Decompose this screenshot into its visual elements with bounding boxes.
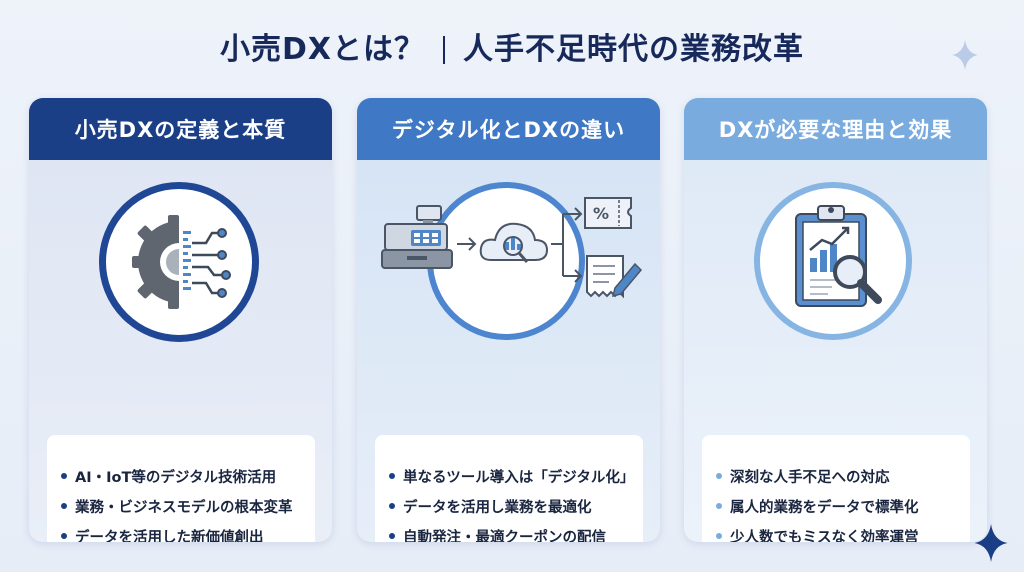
register-cloud-flow-icon: % bbox=[381, 197, 643, 299]
list-item: データを活用し業務を最適化 bbox=[389, 493, 643, 523]
cash-register-icon bbox=[381, 205, 453, 269]
list-item: 深刻な人手不足への対応 bbox=[716, 463, 970, 493]
card-heading: デジタル化とDXの違い bbox=[357, 98, 660, 160]
list-item: 自動発注・最適クーポンの配信 bbox=[389, 523, 643, 542]
list-item: AI・IoT等のデジタル技術活用 bbox=[61, 463, 315, 493]
page-title: 小売DXとは？ 人手不足時代の業務改革 bbox=[0, 24, 1024, 68]
card-difference: デジタル化とDXの違い bbox=[357, 98, 660, 542]
gear-circuit-icon bbox=[132, 215, 231, 309]
list-item: 単なるツール導入は「デジタル化」 bbox=[389, 463, 643, 493]
svg-text:%: % bbox=[593, 204, 609, 223]
sparkle-icon bbox=[974, 524, 1008, 562]
list-item: データを活用した新価値創出 bbox=[61, 523, 315, 542]
card-heading: 小売DXの定義と本質 bbox=[29, 98, 332, 160]
card-heading: DXが必要な理由と効果 bbox=[684, 98, 987, 160]
list-item: 属人的業務をデータで標準化 bbox=[716, 493, 970, 523]
sparkle-icon bbox=[952, 40, 978, 70]
title-divider bbox=[443, 36, 446, 64]
points-box: AI・IoT等のデジタル技術活用 業務・ビジネスモデルの根本変革 データを活用し… bbox=[47, 435, 315, 542]
list-item: 業務・ビジネスモデルの根本変革 bbox=[61, 493, 315, 523]
card-reasons: DXが必要な理由と効果 深刻な人手不足への対応 属人的業務をデータで標準化 少人… bbox=[684, 98, 987, 542]
points-box: 単なるツール導入は「デジタル化」 データを活用し業務を最適化 自動発注・最適クー… bbox=[375, 435, 643, 542]
icon-circle bbox=[99, 182, 259, 342]
title-main: 小売DXとは？ bbox=[219, 32, 426, 67]
clipboard-chart-magnifier-icon bbox=[795, 205, 882, 307]
icon-circle bbox=[754, 182, 912, 340]
list-item: 少人数でもミスなく効率運営 bbox=[716, 523, 970, 542]
points-box: 深刻な人手不足への対応 属人的業務をデータで標準化 少人数でもミスなく効率運営 bbox=[702, 435, 970, 542]
card-definition: 小売DXの定義と本質 bbox=[29, 98, 332, 542]
title-sub: 人手不足時代の業務改革 bbox=[463, 32, 805, 67]
coupon-icon: % bbox=[584, 197, 632, 229]
order-sheet-icon bbox=[586, 255, 643, 299]
